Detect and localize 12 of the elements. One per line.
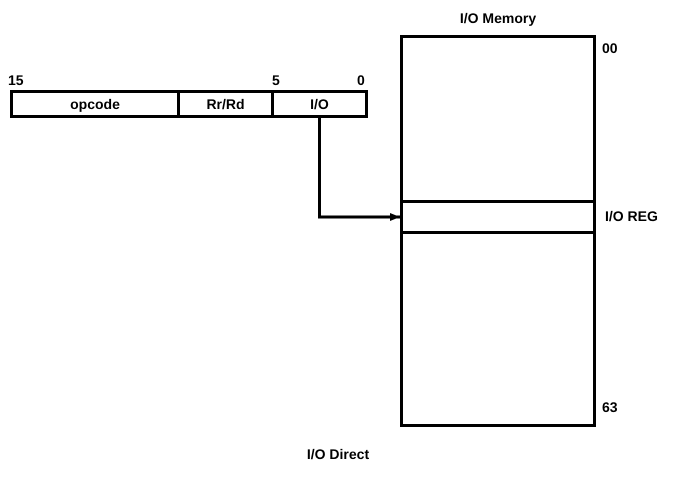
address-label: 63 [602, 399, 618, 415]
memory-title: I/O Memory [458, 10, 538, 26]
bit-number: 0 [357, 72, 365, 88]
bit-number: 5 [272, 72, 280, 88]
caption: I/O Direct [306, 446, 370, 462]
bit-number: 15 [8, 72, 24, 88]
instruction-field: opcode [10, 90, 180, 118]
instruction-field: I/O [271, 90, 368, 118]
address-label: 00 [602, 40, 618, 56]
register-label: I/O REG [605, 208, 658, 224]
instruction-field: Rr/Rd [177, 90, 274, 118]
arrow [318, 118, 400, 221]
